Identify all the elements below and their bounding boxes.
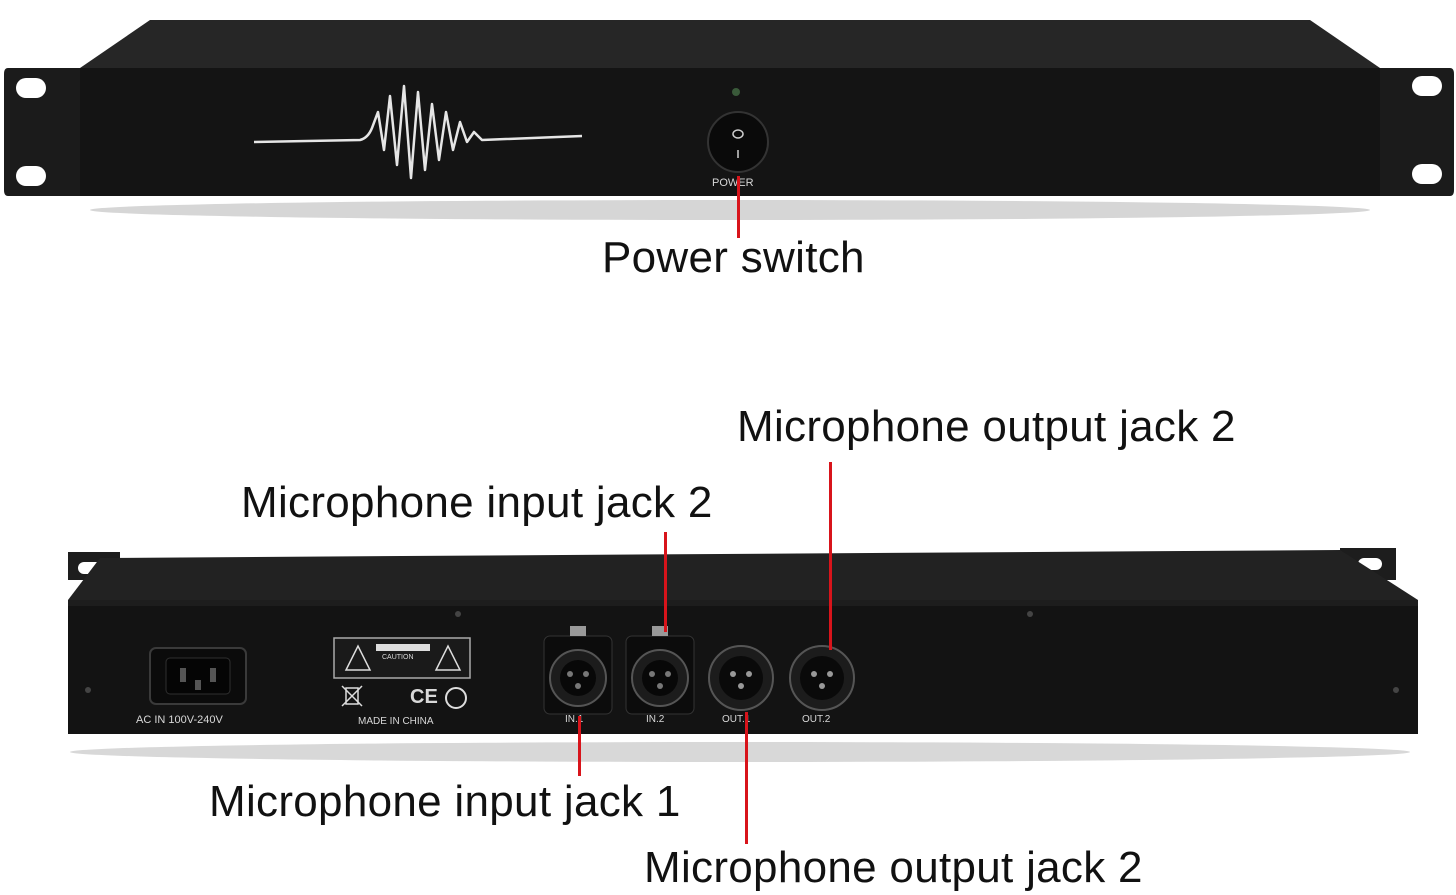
waveform-logo: [253, 84, 583, 180]
output-jack-2-top-pointer: [829, 462, 832, 650]
front-panel: POWER: [0, 0, 1456, 230]
output-jack-2-bottom-pointer: [745, 712, 748, 844]
jack-label-out-1: OUT.1: [722, 714, 751, 725]
input-jack-2-pointer: [664, 532, 667, 632]
input-jack-2-callout: Microphone input jack 2: [241, 478, 713, 527]
power-switch-pointer: [737, 176, 740, 238]
xlr-jack-out-2-icon: [789, 645, 855, 711]
power-switch-icon: [707, 111, 769, 173]
made-in-label: MADE IN CHINA: [358, 716, 434, 727]
weee-icon: [341, 685, 363, 707]
recycle-icon: [445, 687, 467, 709]
rear-panel-graphic: [68, 548, 1418, 762]
caution-text: CAUTION: [382, 654, 414, 661]
power-switch-callout: Power switch: [602, 233, 865, 282]
output-jack-2-bottom-callout: Microphone output jack 2: [644, 843, 1143, 892]
ce-mark: CE: [410, 686, 438, 708]
ac-in-label: AC IN 100V-240V: [136, 714, 223, 726]
input-jack-1-pointer: [578, 716, 581, 776]
front-panel-graphic: [4, 20, 1454, 220]
xlr-jack-out-1-icon: [708, 645, 774, 711]
xlr-jack-in-1-icon: [543, 626, 613, 715]
jack-label-out-2: OUT.2: [802, 714, 831, 725]
output-jack-2-top-callout: Microphone output jack 2: [737, 402, 1236, 451]
rear-panel: AC IN 100V-240V CAUTION CE MADE IN CHINA…: [0, 530, 1456, 770]
xlr-jack-in-2-icon: [625, 626, 695, 715]
caution-label-icon: [333, 637, 471, 679]
power-label: POWER: [712, 177, 754, 189]
input-jack-1-callout: Microphone input jack 1: [209, 777, 681, 826]
jack-label-in-1: IN.1: [565, 714, 584, 725]
jack-label-in-2: IN.2: [646, 714, 665, 725]
